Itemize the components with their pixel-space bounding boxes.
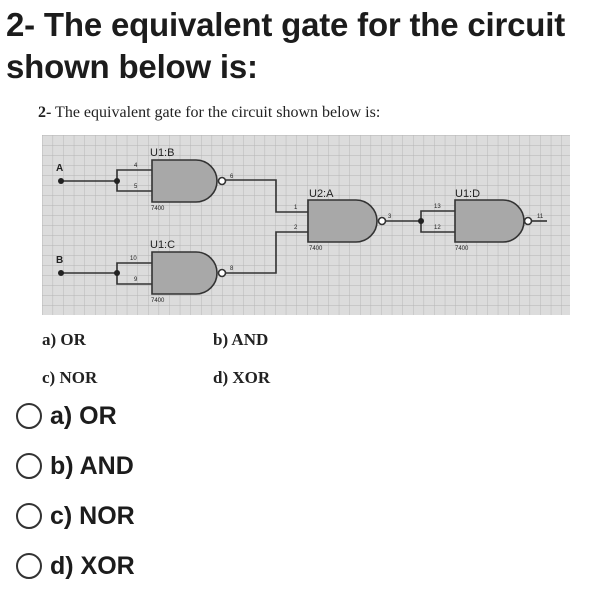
radio-button[interactable] xyxy=(16,553,42,579)
part-label: 7400 xyxy=(151,298,165,304)
pin-label: 8 xyxy=(230,266,234,272)
question-title: 2- The equivalent gate for the circuit s… xyxy=(6,4,600,88)
pin-label: 5 xyxy=(134,184,138,190)
inverter-bubble-icon xyxy=(217,268,227,278)
answer-label: c) NOR xyxy=(50,501,135,530)
pin-label: 9 xyxy=(134,277,138,283)
input-b-terminal xyxy=(58,270,64,276)
pin-label: 3 xyxy=(388,214,392,220)
pin-label: 6 xyxy=(230,174,234,180)
answer-label: b) AND xyxy=(50,451,134,480)
radio-button[interactable] xyxy=(16,453,42,479)
junction-dot xyxy=(418,218,424,224)
part-label: 7400 xyxy=(455,246,469,252)
nand-gate-u1b xyxy=(151,159,218,203)
inverter-bubble-icon xyxy=(523,216,533,226)
input-a-terminal xyxy=(58,178,64,184)
pin-label: 1 xyxy=(294,205,298,211)
pin-label: 12 xyxy=(434,225,441,231)
answer-label: a) OR xyxy=(50,401,117,430)
nand-gate-u1d xyxy=(454,199,525,243)
answer-option-a[interactable]: a) OR xyxy=(16,399,117,433)
embedded-option-d: d) XOR xyxy=(213,368,271,387)
pin-label: 13 xyxy=(434,204,441,210)
answer-option-b[interactable]: b) AND xyxy=(16,449,134,483)
embedded-option-a: a) OR xyxy=(42,330,86,349)
question-title-line-2: shown below is: xyxy=(6,48,258,85)
input-label-a: A xyxy=(56,163,63,174)
nand-gate-u2a xyxy=(307,199,378,243)
answer-option-c[interactable]: c) NOR xyxy=(16,499,135,533)
pin-label: 2 xyxy=(294,225,298,231)
inverter-bubble-icon xyxy=(377,216,387,226)
embedded-question-body: The equivalent gate for the circuit show… xyxy=(51,104,381,121)
embedded-question-number: 2- xyxy=(38,104,52,121)
nand-gate-u1c xyxy=(151,251,218,295)
circuit-diagram: A B U1:B 4 5 6 7400 U1:C 10 9 8 7400 U2:… xyxy=(42,135,570,315)
part-label: 7400 xyxy=(309,246,323,252)
pin-label: 11 xyxy=(537,214,544,220)
inverter-bubble-icon xyxy=(217,176,227,186)
embedded-option-b: b) AND xyxy=(213,330,269,349)
junction-dot xyxy=(114,178,120,184)
radio-button[interactable] xyxy=(16,403,42,429)
gate-id-u1c: U1:C xyxy=(150,239,175,251)
radio-button[interactable] xyxy=(16,503,42,529)
gate-id-u2a: U2:A xyxy=(309,188,334,200)
part-label: 7400 xyxy=(151,206,165,212)
answer-option-d[interactable]: d) XOR xyxy=(16,549,135,583)
pin-label: 10 xyxy=(130,256,137,262)
junction-dot xyxy=(114,270,120,276)
answer-label: d) XOR xyxy=(50,551,135,580)
input-label-b: B xyxy=(56,255,63,266)
question-title-line-1: 2- The equivalent gate for the circuit xyxy=(6,6,566,43)
embedded-option-c: c) NOR xyxy=(42,368,98,387)
pin-label: 4 xyxy=(134,163,138,169)
embedded-question-text: 2- The equivalent gate for the circuit s… xyxy=(38,104,380,122)
gate-id-u1b: U1:B xyxy=(150,147,174,159)
gate-id-u1d: U1:D xyxy=(455,188,480,200)
